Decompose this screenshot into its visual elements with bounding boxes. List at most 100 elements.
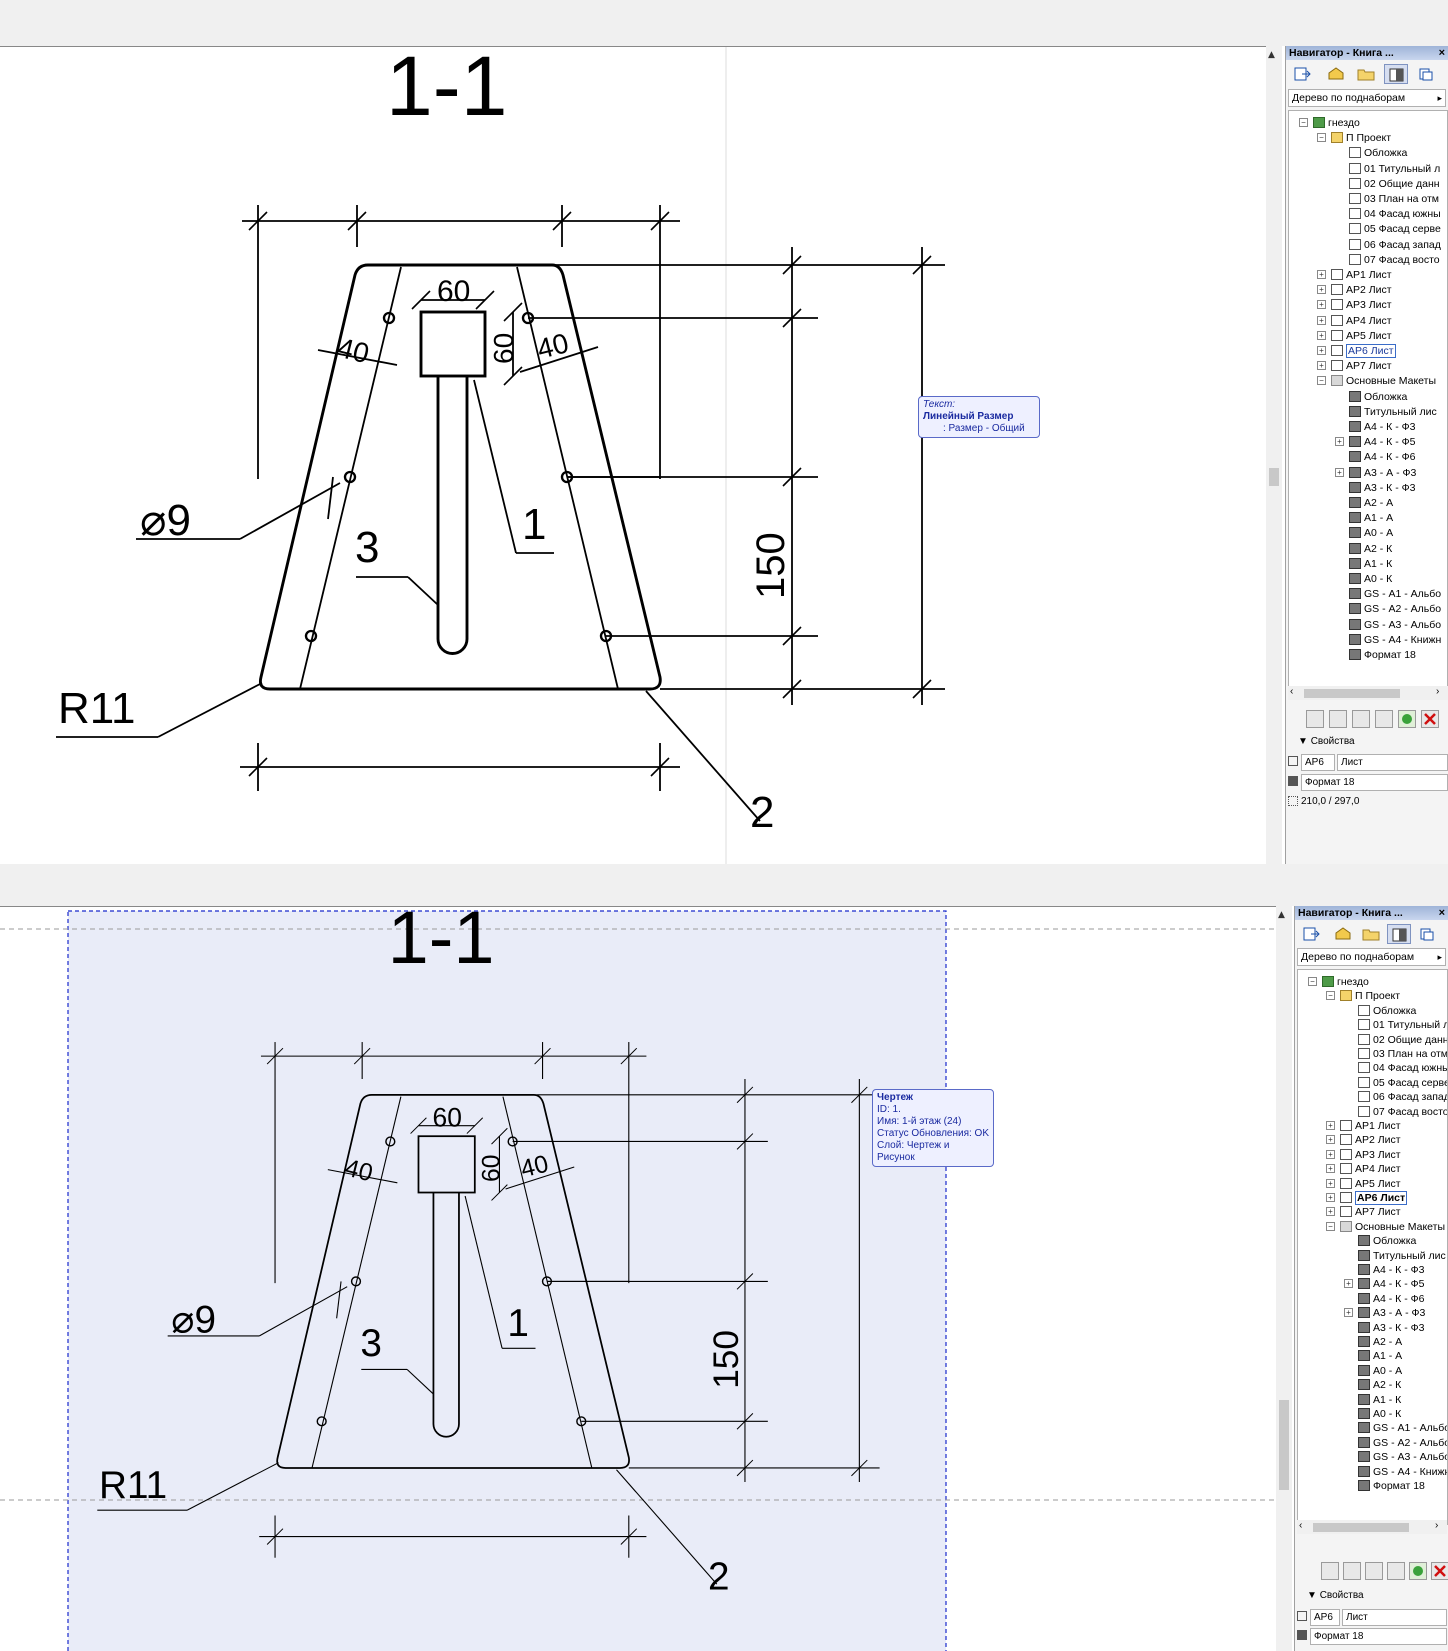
tree-item[interactable]: 03 План на отм: [1358, 1046, 1447, 1062]
expand-icon[interactable]: +: [1317, 300, 1326, 310]
tree-item[interactable]: 07 Фасад восто: [1349, 252, 1440, 268]
layout-book-icon[interactable]: [1384, 64, 1408, 84]
new-subset-button[interactable]: [1329, 710, 1347, 728]
tree-item[interactable]: Обложка: [1358, 1233, 1416, 1249]
tree-item[interactable]: −Основные Макеты: [1317, 373, 1436, 389]
tree-item[interactable]: +АР3 Лист: [1326, 1147, 1401, 1163]
scroll-thumb[interactable]: [1269, 468, 1279, 486]
tree-item[interactable]: 03 План на отм: [1349, 191, 1439, 207]
project-map-icon[interactable]: [1290, 64, 1314, 84]
tree-item[interactable]: +АР1 Лист: [1326, 1118, 1401, 1134]
view-map-icon[interactable]: [1324, 64, 1348, 84]
expand-icon[interactable]: +: [1317, 361, 1326, 371]
new-subset-button[interactable]: [1343, 1562, 1361, 1580]
tree-item[interactable]: А4 - К - Ф3: [1358, 1262, 1424, 1278]
new-master-button[interactable]: [1365, 1562, 1383, 1580]
scroll-thumb[interactable]: [1279, 1400, 1289, 1490]
vertical-scrollbar-bottom[interactable]: ▲: [1276, 906, 1292, 1651]
expand-icon[interactable]: +: [1335, 437, 1344, 447]
close-icon[interactable]: ×: [1438, 47, 1445, 59]
tree-item[interactable]: 06 Фасад запад: [1358, 1089, 1447, 1105]
collapse-icon[interactable]: −: [1299, 118, 1308, 127]
collapse-icon[interactable]: −: [1308, 977, 1317, 986]
view-mode-select[interactable]: Дерево по поднаборам▸: [1297, 948, 1446, 966]
tree-item[interactable]: −П Проект: [1326, 988, 1400, 1004]
prop-layout-select[interactable]: Формат 18: [1301, 774, 1448, 791]
view-mode-select[interactable]: Дерево по поднаборам▸: [1288, 89, 1446, 107]
tree-item[interactable]: 07 Фасад восто: [1358, 1104, 1447, 1120]
tree-item[interactable]: А3 - К - Ф3: [1358, 1320, 1424, 1336]
tree-item[interactable]: +АР5 Лист: [1317, 328, 1392, 344]
tree-item[interactable]: −Основные Макеты: [1326, 1219, 1445, 1235]
expand-icon[interactable]: +: [1335, 467, 1344, 477]
tree-item[interactable]: 04 Фасад южны: [1349, 206, 1441, 222]
tree-item[interactable]: Титульный лис: [1358, 1248, 1446, 1264]
tree-item[interactable]: +АР6 Лист: [1317, 343, 1396, 359]
tree-item[interactable]: +А3 - А - Ф3: [1344, 1305, 1425, 1321]
expand-icon[interactable]: +: [1326, 1193, 1335, 1202]
tree-item[interactable]: А2 - А: [1358, 1334, 1402, 1350]
close-icon[interactable]: ×: [1438, 907, 1445, 919]
tree-item[interactable]: Формат 18: [1349, 647, 1416, 663]
tree-item[interactable]: +А4 - К - Ф5: [1344, 1276, 1424, 1292]
update-button[interactable]: [1409, 1562, 1427, 1580]
expand-icon[interactable]: +: [1326, 1164, 1335, 1174]
scroll-left-icon[interactable]: ‹: [1290, 686, 1294, 697]
collapse-icon[interactable]: −: [1317, 133, 1326, 143]
project-map-icon[interactable]: [1299, 924, 1323, 944]
update-button[interactable]: [1398, 710, 1416, 728]
expand-icon[interactable]: +: [1326, 1149, 1335, 1159]
tree-item[interactable]: GS - А2 - Альбо: [1349, 601, 1441, 617]
h-scroll-thumb[interactable]: [1304, 689, 1400, 698]
tree-item[interactable]: А4 - К - Ф3: [1349, 419, 1415, 435]
expand-icon[interactable]: +: [1326, 1135, 1335, 1145]
expand-icon[interactable]: +: [1344, 1279, 1353, 1289]
tree-item[interactable]: GS - А1 - Альбо: [1349, 586, 1441, 602]
tree-item[interactable]: А4 - К - Ф6: [1349, 449, 1415, 465]
tree-item[interactable]: +АР1 Лист: [1317, 267, 1392, 283]
tree-item[interactable]: А1 - К: [1349, 556, 1392, 572]
prop-layout-select[interactable]: Формат 18: [1310, 1628, 1447, 1645]
tree-item[interactable]: +АР6 Лист: [1326, 1190, 1408, 1206]
tree-item[interactable]: А4 - К - Ф6: [1358, 1291, 1424, 1307]
tree-item[interactable]: 01 Титульный л: [1349, 161, 1440, 177]
tree-item[interactable]: А0 - А: [1349, 525, 1393, 541]
h-scroll-thumb[interactable]: [1313, 1523, 1409, 1532]
new-folder-button[interactable]: [1375, 710, 1393, 728]
properties-header[interactable]: ▼ Свойства: [1307, 1590, 1364, 1601]
prop-name-field[interactable]: Лист: [1342, 1609, 1447, 1626]
tree-item[interactable]: −П Проект: [1317, 130, 1391, 146]
tree-item[interactable]: 05 Фасад серве: [1349, 221, 1441, 237]
publisher-icon[interactable]: [1415, 924, 1439, 944]
tree-item[interactable]: А1 - К: [1358, 1392, 1401, 1408]
tree-item[interactable]: А0 - К: [1358, 1406, 1401, 1422]
tree-horizontal-scrollbar[interactable]: ‹ ›: [1288, 686, 1448, 700]
prop-id-field[interactable]: АР6: [1301, 754, 1335, 771]
tree-item[interactable]: GS - А1 - Альбо: [1358, 1420, 1447, 1436]
tree-item[interactable]: GS - А4 - Книжн: [1358, 1464, 1447, 1480]
tree-item[interactable]: GS - А4 - Книжн: [1349, 632, 1441, 648]
expand-icon[interactable]: +: [1317, 346, 1326, 355]
tree-item[interactable]: А1 - А: [1358, 1348, 1402, 1364]
tree-item[interactable]: А2 - К: [1349, 541, 1392, 557]
tree-item[interactable]: А1 - А: [1349, 510, 1393, 526]
tree-item[interactable]: А2 - К: [1358, 1377, 1401, 1393]
folder-icon[interactable]: [1359, 924, 1383, 944]
properties-header[interactable]: ▼ Свойства: [1298, 736, 1355, 747]
new-layout-button[interactable]: [1321, 1562, 1339, 1580]
tree-item[interactable]: +АР2 Лист: [1317, 282, 1392, 298]
tree-item[interactable]: +АР5 Лист: [1326, 1176, 1401, 1192]
view-map-icon[interactable]: [1331, 924, 1355, 944]
tree-item[interactable]: 04 Фасад южны: [1358, 1060, 1447, 1076]
tree-item[interactable]: +А4 - К - Ф5: [1335, 434, 1415, 450]
publisher-icon[interactable]: [1414, 64, 1438, 84]
expand-icon[interactable]: +: [1326, 1121, 1335, 1130]
tree-item[interactable]: +АР2 Лист: [1326, 1132, 1401, 1148]
scroll-right-icon[interactable]: ›: [1436, 686, 1440, 697]
scroll-left-icon[interactable]: ‹: [1299, 1520, 1303, 1531]
tree-item[interactable]: −гнездо: [1299, 115, 1360, 131]
delete-button[interactable]: [1431, 1562, 1448, 1580]
